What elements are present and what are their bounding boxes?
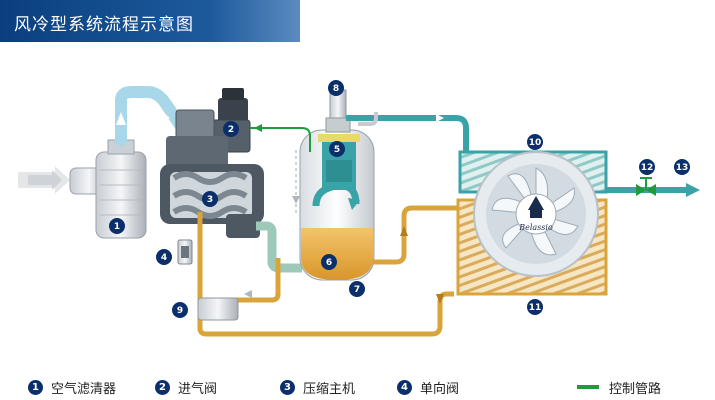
svg-text:9: 9 [177,306,183,316]
svg-text:8: 8 [333,84,339,94]
vent-pipe [358,112,378,126]
control-line-swatch [577,385,599,389]
svg-text:1: 1 [114,222,120,232]
callout-7: 7 [349,281,365,297]
callout-3: 3 [202,191,218,207]
callout-1: 1 [109,218,125,234]
cooling-fan: Belassio [473,151,599,277]
legend-item-control-line: 控制管路 [577,377,661,397]
callout-12: 12 [639,159,655,175]
svg-text:11: 11 [529,303,542,313]
callout-10: 10 [527,134,543,150]
gas-flow-arrow [436,114,444,122]
legend-number: 4 [397,379,412,395]
svg-text:6: 6 [326,258,332,268]
callout-11: 11 [527,299,543,315]
svg-text:12: 12 [641,163,654,173]
legend-label: 单向阀 [420,381,460,397]
legend-label: 进气阀 [178,381,218,397]
callout-9: 9 [172,302,188,318]
legend-number: 3 [280,379,295,395]
compressor-airend [160,136,264,238]
air-intake-arrow [18,166,70,194]
svg-text:5: 5 [334,145,340,155]
internal-flow-arrow [292,196,300,204]
callout-8: 8 [328,80,344,96]
legend-label: 空气滤清器 [51,381,117,397]
legend-item-air-filter: 1 空气滤清器 [28,377,116,397]
return-flow-arrow [244,290,252,298]
callout-4: 4 [156,249,172,265]
air-pipe [115,86,188,146]
check-valve [177,239,193,265]
oil-flow-arrow [436,294,444,304]
air-flow-arrow [158,110,170,120]
oil-filter [197,297,239,321]
outlet-valve [636,177,656,196]
callout-13: 13 [674,159,690,175]
callout-5: 5 [329,141,345,157]
gas-pipe-to-cooler [346,115,469,158]
legend-item-check-valve: 4 单向阀 [397,377,459,397]
page-title: 风冷型系统流程示意图 [14,15,194,35]
svg-text:10: 10 [529,138,542,148]
legend-item-compressor: 3 压缩主机 [280,377,355,397]
title-bar: 风冷型系统流程示意图 [0,0,300,42]
callout-2: 2 [223,121,239,137]
min-pressure-valve [325,89,351,133]
air-filter [69,139,147,239]
control-line [250,127,311,152]
svg-text:3: 3 [207,195,213,205]
callout-6: 6 [321,254,337,270]
control-line-arrow [254,124,262,132]
legend-number: 1 [28,379,43,395]
svg-text:13: 13 [676,163,689,173]
legend-number: 2 [155,379,170,395]
legend-label: 压缩主机 [303,381,356,397]
svg-text:2: 2 [228,125,234,135]
svg-text:7: 7 [354,285,360,295]
air-flow-arrow [116,112,126,125]
oil-pipe-return [372,205,458,265]
oil-pipe-to-valve [212,258,281,303]
brand-logo-text: Belassio [518,223,553,232]
legend-label: 控制管路 [609,381,662,397]
svg-text:4: 4 [161,253,167,263]
oil-flow-arrow [400,226,408,236]
legend-item-intake-valve: 2 进气阀 [155,377,217,397]
